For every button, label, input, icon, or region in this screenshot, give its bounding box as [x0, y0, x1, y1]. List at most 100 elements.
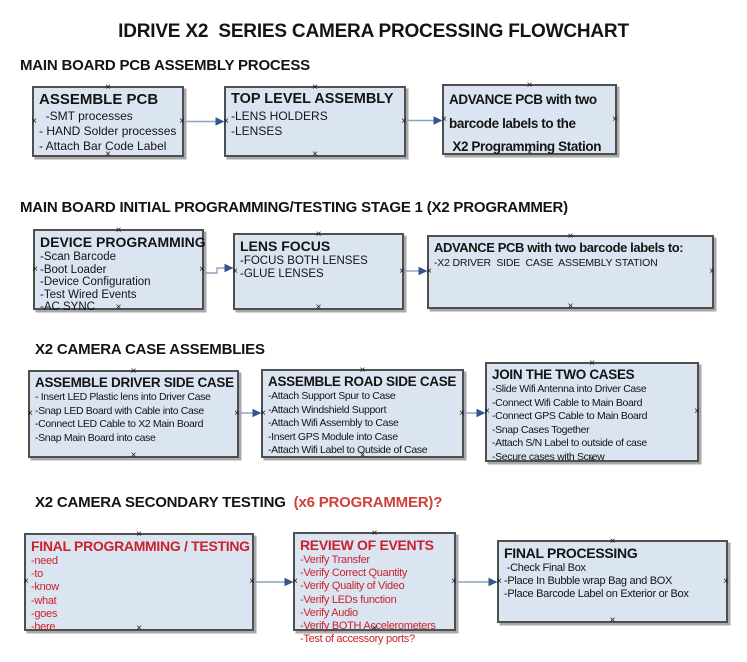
box-item: -Verify LEDs function: [300, 593, 397, 606]
box-item: -Attach Wifi Assembly to Case: [268, 417, 399, 429]
connector-x-icon: ×: [27, 408, 33, 419]
box-item: -Attach Support Spur to Case: [268, 390, 396, 402]
box-item: -LENS HOLDERS: [231, 109, 328, 123]
flow-arrow: [407, 116, 443, 125]
connector-x-icon: ×: [484, 406, 490, 417]
flow-arrow: [465, 408, 486, 418]
box-title-line: X2 Programming Station: [449, 139, 602, 154]
box-title-line: ADVANCE PCB with two: [449, 92, 597, 107]
box-item: -Check Final Box: [504, 562, 586, 574]
flow-box-top-level-assembly: TOP LEVEL ASSEMBLY -LENS HOLDERS -LENSES…: [223, 82, 407, 160]
connector-x-icon: ×: [115, 225, 122, 236]
box-item: -here: [31, 621, 56, 634]
box-item: -Scan Barcode: [40, 251, 117, 263]
section-heading-initial-programming: MAIN BOARD INITIAL PROGRAMMING/TESTING S…: [20, 199, 568, 216]
box-item: -SMT processes: [39, 109, 133, 123]
box-item: -AC SYNC: [40, 301, 95, 314]
flow-arrow: [405, 266, 428, 276]
box-item: - Insert LED Plastic lens into Driver Ca…: [35, 391, 211, 403]
flow-arrow: [240, 408, 262, 418]
connector-x-icon: ×: [609, 536, 616, 547]
connector-x-icon: ×: [312, 149, 318, 160]
section-heading-suffix: (x6 PROGRAMMER)?: [285, 494, 443, 511]
box-item: -Snap LED Board with Cable into Case: [35, 404, 204, 417]
connector-x-icon: ×: [359, 450, 366, 461]
flow-arrow: [457, 577, 498, 587]
box-item: -Insert GPS Module into Case: [268, 430, 398, 443]
flow-box-review-of-events: REVIEW OF EVENTS -Verify Transfer -Verif…: [292, 528, 457, 646]
connector-x-icon: ×: [234, 408, 240, 419]
section-heading-text: X2 CAMERA CASE ASSEMBLIES: [35, 341, 265, 358]
section-heading-text: MAIN BOARD INITIAL PROGRAMMING/TESTING S…: [20, 199, 568, 216]
box-item: -Slide Wifi Antenna into Driver Case: [492, 383, 647, 395]
connector-x-icon: ×: [232, 265, 238, 277]
connector-x-icon: ×: [32, 263, 38, 275]
connector-x-icon: ×: [609, 615, 616, 626]
flow-box-device-programming: DEVICE PROGRAMMING -Scan Barcode -Boot L…: [32, 225, 206, 314]
box-item: -what: [31, 594, 57, 607]
box-title: ASSEMBLE DRIVER SIDE CASE: [35, 375, 234, 390]
connector-x-icon: ×: [723, 575, 729, 587]
connector-x-icon: ×: [451, 575, 457, 587]
connector-x-icon: ×: [567, 231, 574, 242]
connector-x-icon: ×: [526, 80, 533, 91]
connector-x-icon: ×: [199, 263, 205, 275]
box-title: FINAL PROGRAMMING / TESTING: [31, 538, 250, 554]
box-item: -Test of accessory ports?: [300, 633, 415, 646]
box-item: -GLUE LENSES: [240, 268, 324, 281]
box-title: DEVICE PROGRAMMING: [40, 234, 206, 250]
box-title: ADVANCE PCB with two barcode labels to:: [434, 240, 684, 255]
flow-box-advance-pcb-driver-side: ADVANCE PCB with two barcode labels to: …: [426, 231, 715, 312]
box-item: -Place Barcode Label on Exterior or Box: [504, 588, 689, 601]
connector-x-icon: ×: [526, 147, 533, 158]
connector-x-icon: ×: [136, 623, 142, 634]
page-title: IDRIVE X2 SERIES CAMERA PROCESSING FLOWC…: [118, 21, 629, 42]
box-item: -Verify Audio: [300, 606, 358, 619]
flow-box-final-programming-testing: FINAL PROGRAMMING / TESTING -need -to -k…: [23, 529, 255, 634]
connector-x-icon: ×: [223, 115, 229, 127]
flow-box-final-processing: FINAL PROCESSING -Check Final Box -Place…: [496, 536, 729, 626]
box-item: - Attach Bar Code Label: [39, 139, 167, 153]
box-item: -Verify BOTH Accelerometers: [300, 620, 436, 633]
box-item: -goes: [31, 607, 58, 620]
connector-x-icon: ×: [105, 149, 111, 160]
connector-x-icon: ×: [371, 528, 378, 539]
box-item: -Device Configuration: [40, 276, 151, 289]
box-item: -Connect GPS Cable to Main Board: [492, 410, 648, 422]
box-item: -FOCUS BOTH LENSES: [240, 255, 368, 267]
connector-x-icon: ×: [312, 82, 318, 93]
flow-arrow: [186, 117, 225, 126]
box-item: -need: [31, 555, 58, 567]
connector-x-icon: ×: [496, 575, 502, 587]
box-item: -Boot Loader: [40, 263, 107, 276]
box-item: -Test Wired Events: [40, 288, 137, 301]
box-item: -X2 DRIVER SIDE CASE ASSEMBLY STATION: [434, 257, 658, 269]
section-heading-text: MAIN BOARD PCB ASSEMBLY PROCESS: [20, 57, 310, 74]
flow-box-join-the-two-cases: JOIN THE TWO CASES -Slide Wifi Antenna i…: [484, 359, 700, 465]
connector-x-icon: ×: [179, 115, 185, 127]
box-item: -Attach Wifi Label to Outside of Case: [268, 444, 428, 456]
connector-x-icon: ×: [315, 229, 322, 240]
connector-x-icon: ×: [399, 265, 405, 277]
connector-x-icon: ×: [136, 529, 142, 540]
box-item: -Attach Windshield Support: [268, 403, 387, 416]
flow-box-assemble-pcb: ASSEMBLE PCB -SMT processes - HAND Solde…: [31, 83, 185, 160]
box-item: -know: [31, 581, 59, 594]
connector-x-icon: ×: [260, 407, 266, 419]
flow-box-assemble-driver-side-case: ASSEMBLE DRIVER SIDE CASE - Insert LED P…: [27, 366, 240, 461]
connector-x-icon: ×: [694, 406, 700, 417]
box-title: JOIN THE TWO CASES: [492, 367, 635, 382]
connector-x-icon: ×: [23, 576, 29, 587]
box-item: -Attach S/N Label to outside of case: [492, 437, 647, 449]
connector-x-icon: ×: [130, 366, 137, 377]
connector-x-icon: ×: [115, 302, 122, 313]
connector-x-icon: ×: [315, 302, 322, 313]
box-item: -Verify Quality of Video: [300, 580, 405, 593]
connector-x-icon: ×: [709, 266, 715, 277]
box-title: LENS FOCUS: [240, 238, 331, 254]
connector-x-icon: ×: [441, 113, 447, 125]
box-title: ASSEMBLE ROAD SIDE CASE: [268, 374, 457, 389]
connector-x-icon: ×: [401, 115, 407, 127]
box-item: - HAND Solder processes: [39, 124, 177, 138]
box-title: TOP LEVEL ASSEMBLY: [231, 91, 394, 107]
